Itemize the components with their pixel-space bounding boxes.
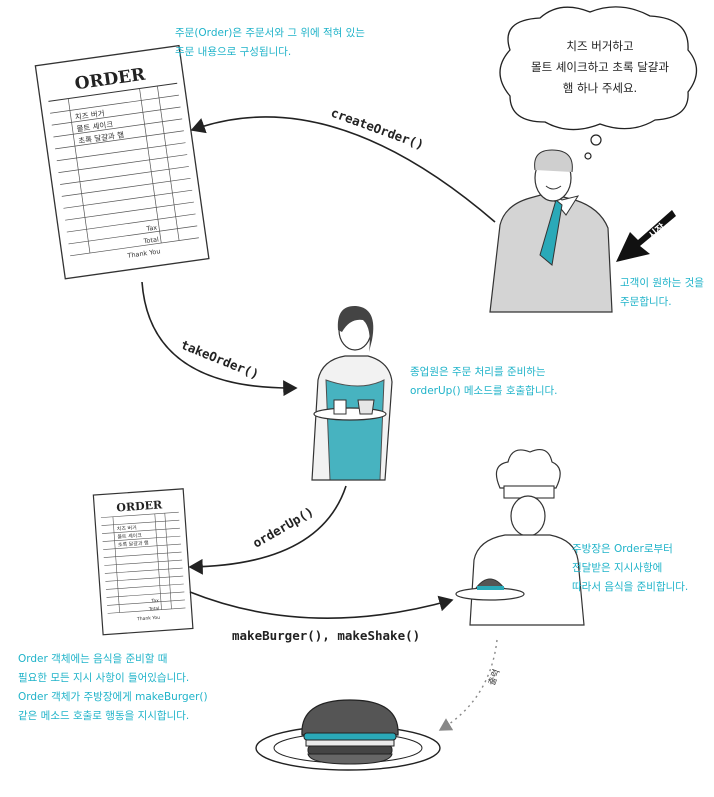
order-slip-small-title: ORDER <box>116 498 163 514</box>
cook-illustration <box>455 449 585 626</box>
waitress-note: 종업원은 주문 처리를 준비하는 orderUp() 메소드를 호출합니다. <box>410 363 558 401</box>
note-line: 종업원은 주문 처리를 준비하는 <box>410 366 546 378</box>
order-slip-large: ORDER 치즈 버거 몰트 셰이크 초록 달걀과 햄 Tax Total Th… <box>34 44 210 280</box>
note-line: orderUp() 메소드를 호출합니다. <box>410 385 558 397</box>
speech-line: 치즈 버거하고 <box>566 39 634 53</box>
order-footer-tax: Tax <box>150 598 159 605</box>
output-arrow <box>438 639 498 731</box>
note-line: 같은 메소드 호출로 행동을 지시합니다. <box>18 710 190 722</box>
order-item: 치즈 버거 <box>74 108 105 122</box>
order-footer-tax: Tax <box>145 223 158 233</box>
order-footer-total: Total <box>148 606 160 613</box>
note-line: 전달받은 지시사항에 <box>572 562 663 574</box>
take-order-arrow <box>141 281 298 397</box>
speech-bubble-text: 치즈 버거하고 몰트 셰이크하고 초록 달걀과 햄 하나 주세요. <box>512 36 688 99</box>
note-line: 주방장은 Order로부터 <box>572 543 673 555</box>
note-line: 주문합니다. <box>620 296 672 308</box>
order-item: 치즈 버거 <box>117 524 137 532</box>
waitress-illustration <box>311 305 393 481</box>
note-line: 고객이 원하는 것을 <box>620 277 704 289</box>
note-line: 주문(Order)은 주문서와 그 위에 적혀 있는 <box>175 27 365 39</box>
output-label: 출력 <box>486 667 503 687</box>
order-footer-thanks: Thank You <box>136 615 161 623</box>
speech-line: 몰트 셰이크하고 초록 달걀과 <box>531 60 669 74</box>
order-up-arrow <box>188 485 347 575</box>
note-line: 필요한 모든 지시 사항이 들어있습니다. <box>18 672 190 684</box>
note-line: 주문 내용으로 구성됩니다. <box>175 46 292 58</box>
burger-illustration <box>255 699 441 771</box>
cook-note: 주방장은 Order로부터 전달받은 지시사항에 따라서 음식을 준비합니다. <box>572 540 688 597</box>
note-line: Order 객체가 주방장에게 makeBurger() <box>18 691 208 703</box>
make-burger-arrow <box>189 591 454 619</box>
order-item: 몰트 셰이크 <box>117 532 142 541</box>
order-item: 초록 달걀과 햄 <box>118 539 150 548</box>
customer-illustration <box>489 149 613 313</box>
order-slip-small: ORDER 치즈 버거 몰트 셰이크 초록 달걀과 햄 Tax Total Th… <box>92 488 194 636</box>
speech-line: 햄 하나 주세요. <box>562 81 638 95</box>
order-up-label: orderUp() <box>250 504 316 551</box>
order-note: 주문(Order)은 주문서와 그 위에 적혀 있는 주문 내용으로 구성됩니다… <box>175 24 365 62</box>
create-order-label: createOrder() <box>329 105 426 153</box>
speech-bubble <box>499 6 698 160</box>
customer-note: 고객이 원하는 것을 주문합니다. <box>620 274 704 312</box>
order-object-note: Order 객체에는 음식을 준비할 때 필요한 모든 지시 사항이 들어있습니… <box>18 650 208 726</box>
order-footer-total: Total <box>142 235 159 245</box>
make-burger-label: makeBurger(), makeShake() <box>232 628 420 643</box>
create-order-arrow <box>190 116 496 223</box>
start-arrow: 시작 <box>616 210 676 262</box>
take-order-label: takeOrder() <box>179 337 261 382</box>
note-line: Order 객체에는 음식을 준비할 때 <box>18 653 168 665</box>
note-line: 따라서 음식을 준비합니다. <box>572 581 689 593</box>
